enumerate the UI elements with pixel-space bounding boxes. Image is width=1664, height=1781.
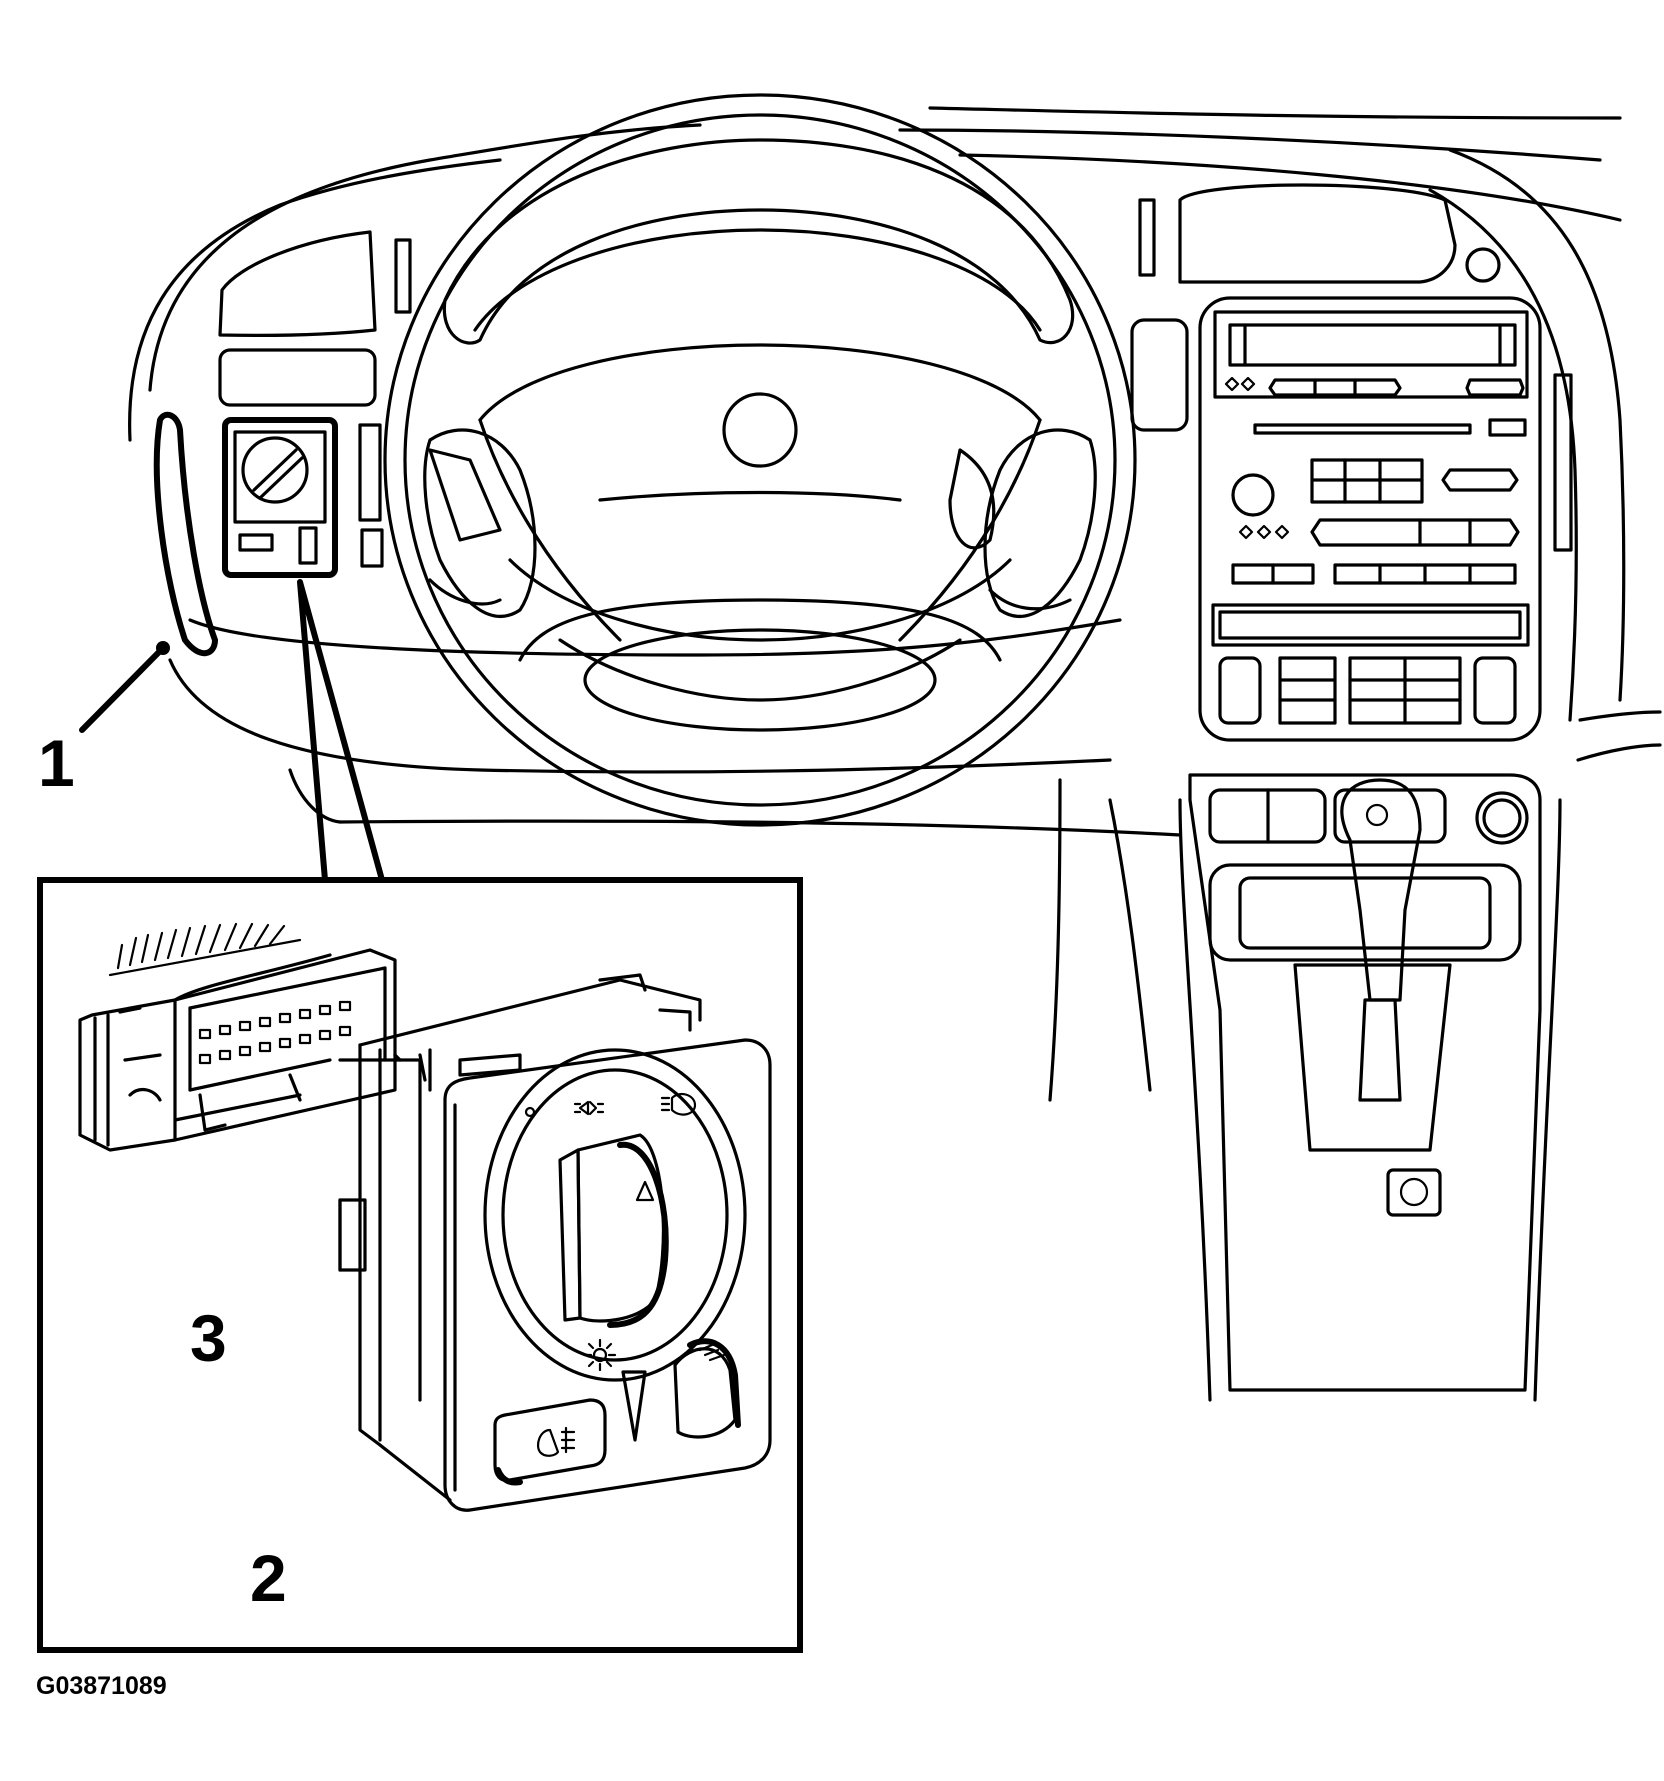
callout-1: 1 xyxy=(38,726,75,800)
dashboard-outline xyxy=(128,106,1662,1102)
left-instrument-cluster xyxy=(153,230,412,657)
leader-dot-1 xyxy=(156,641,170,655)
callout-3: 3 xyxy=(190,1301,227,1375)
center-console xyxy=(1130,183,1573,742)
gear-shifter-console xyxy=(1178,773,1562,1402)
connector-detail xyxy=(78,922,397,1152)
callout-2: 2 xyxy=(250,1541,287,1615)
leader-line-1 xyxy=(79,645,166,733)
light-switch-detail xyxy=(338,973,772,1512)
zoom-pointer xyxy=(297,579,385,883)
figure-id: G03871089 xyxy=(36,1672,167,1700)
steering-wheel xyxy=(383,93,1137,827)
